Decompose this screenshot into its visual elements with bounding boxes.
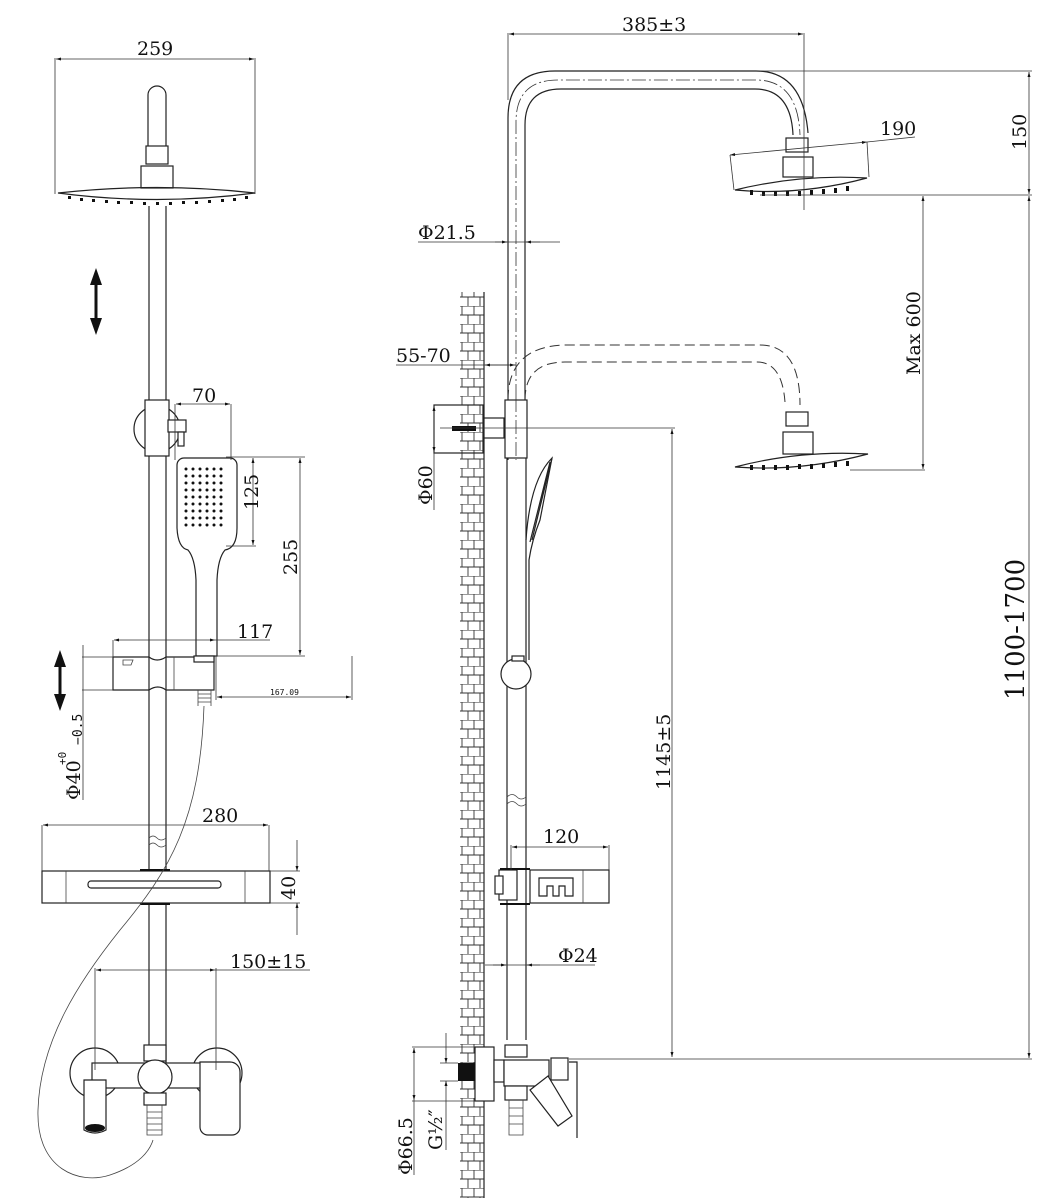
- overhead-shower-front: [57, 85, 256, 205]
- dim-arm-reach: 385±3: [622, 14, 686, 36]
- dim-overhead-diameter: 190: [880, 118, 916, 140]
- dim-shelf-depth: 120: [543, 826, 579, 848]
- adjust-arrow-upper: [90, 268, 102, 335]
- mixer-front: [69, 1044, 243, 1136]
- adjust-arrow-lower: [54, 650, 66, 711]
- riser-rail-front: [148, 206, 167, 1065]
- dim-wall-offset: 55-70: [396, 345, 451, 367]
- dim-slider-tol-upper: +0: [56, 752, 69, 765]
- dim-handshower-head: 125: [241, 474, 263, 510]
- dim-handshower-offset: 70: [192, 385, 216, 407]
- dim-shelf-width: 280: [202, 805, 238, 827]
- slider-bracket-front: [112, 655, 215, 706]
- dim-shelf-height: 40: [278, 876, 300, 900]
- dim-overhead-drop: 150: [1009, 114, 1031, 150]
- lowered-arm-outline: [507, 344, 801, 406]
- wall-bracket-front: [133, 399, 187, 457]
- riser-rail-side: [506, 458, 527, 1040]
- dim-handshower-length: 255: [280, 539, 302, 575]
- shelf-front: [41, 869, 271, 905]
- shelf-side: [494, 868, 610, 905]
- shower-arm-side: [507, 70, 809, 460]
- hand-shower-side: [500, 456, 553, 690]
- spray-nozzles: [68, 196, 248, 205]
- front-view: 259: [37, 38, 353, 1179]
- hand-shower-front: [176, 457, 238, 657]
- dim-slider-width: 117: [237, 621, 273, 643]
- overhead-shower-side-lower: [734, 411, 869, 470]
- dim-pipe-diameter: Φ21.5: [418, 222, 476, 244]
- side-view: 385±3 190 150 Max 600 1100-1700 Φ21.5 55…: [395, 14, 1032, 1198]
- overhead-shower-side-upper: [734, 137, 868, 196]
- dim-thread: G½″: [425, 1109, 447, 1150]
- dim-lower-pipe-diameter: Φ24: [558, 945, 598, 967]
- dim-slider-diameter: Φ40: [63, 760, 85, 800]
- dim-height-adjust: Max 600: [903, 291, 925, 375]
- dim-mixer-centers: 150±15: [230, 951, 306, 973]
- dim-total-height: 1100-1700: [1001, 559, 1031, 700]
- mixer-side: [458, 1044, 578, 1138]
- dim-bracket-diameter: Φ60: [415, 465, 437, 505]
- dim-slider-clearance: 167.09: [270, 688, 299, 697]
- dim-flange-diameter: Φ66.5: [395, 1117, 417, 1175]
- handshower-nozzle-grid: [184, 467, 223, 527]
- dim-bracket-height: 1145±5: [653, 714, 675, 790]
- dim-slider-tol-lower: −0.5: [71, 714, 86, 745]
- dim-overhead-width: 259: [137, 38, 173, 60]
- hose-front: [37, 705, 205, 1179]
- wall-bracket-side: [433, 398, 528, 460]
